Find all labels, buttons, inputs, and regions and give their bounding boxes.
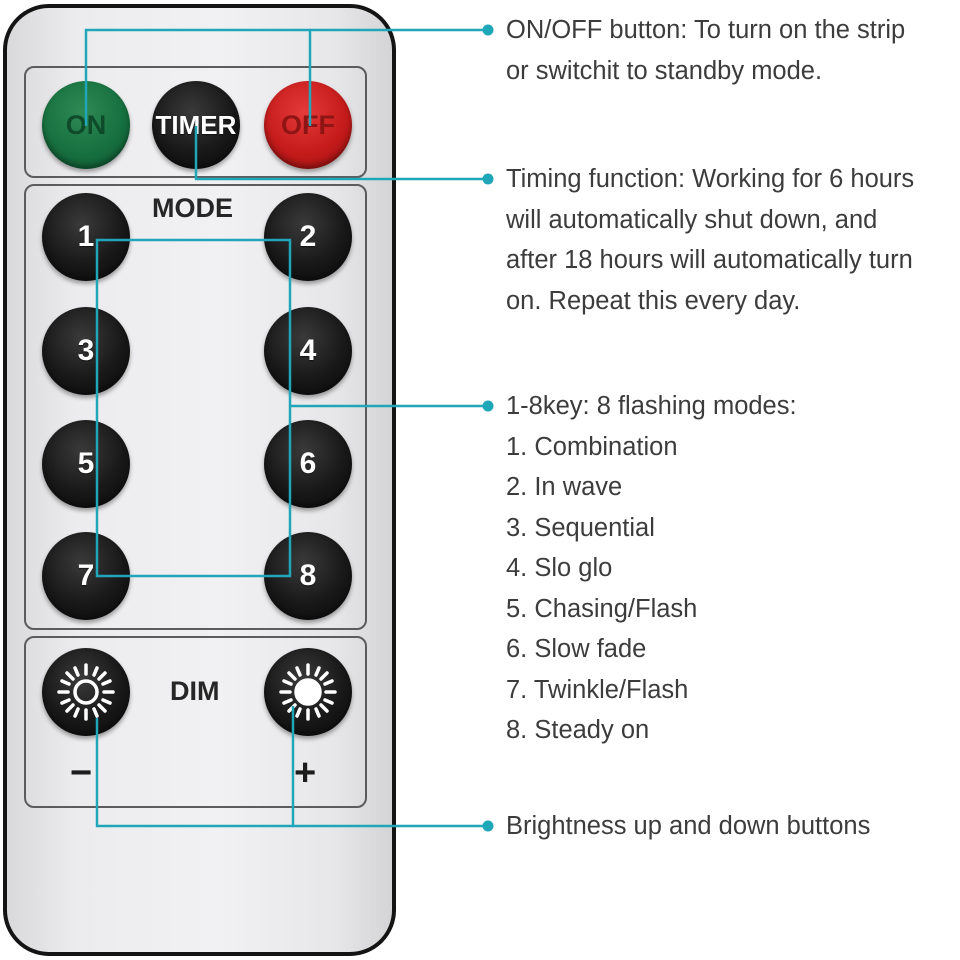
mode-button-7[interactable]: 7 — [42, 532, 130, 620]
timer-button[interactable]: TIMER — [152, 81, 240, 169]
mode-item-1: 1. Combination — [506, 432, 678, 461]
off-button-label: OFF — [281, 109, 335, 140]
timer-line-4: on. Repeat this every day. — [506, 286, 801, 315]
mode-button-4[interactable]: 4 — [264, 307, 352, 395]
brightness-line-1: Brightness up and down buttons — [506, 812, 871, 840]
sun-outline-icon — [57, 663, 115, 721]
dim-up-button[interactable] — [264, 648, 352, 736]
mode-button-8[interactable]: 8 — [264, 532, 352, 620]
brightness-leader-dot — [482, 820, 494, 832]
mode-button-6-label: 6 — [299, 447, 317, 480]
mode-button-1-label: 1 — [77, 220, 95, 253]
modes-heading: 1-8key: 8 flashing modes: — [506, 392, 797, 420]
timer-description: Timing function: Working for 6 hours wil… — [506, 159, 914, 321]
mode-button-8-label: 8 — [299, 559, 317, 592]
mode-label: MODE — [152, 193, 233, 223]
mode-button-3[interactable]: 3 — [42, 307, 130, 395]
timer-leader-dot — [482, 173, 494, 185]
dim-label: DIM — [170, 676, 220, 706]
mode-item-5: 5. Chasing/Flash — [506, 594, 698, 623]
modes-list: 1. Combination 2. In wave 3. Sequential … — [506, 427, 797, 751]
mode-button-2-label: 2 — [299, 220, 317, 253]
mode-item-4: 4. Slo glo — [506, 554, 613, 582]
minus-label: − — [70, 752, 93, 794]
mode-item-8: 8. Steady on — [506, 716, 650, 744]
timer-button-label: TIMER — [155, 109, 237, 140]
onoff-line-1: ON/OFF button: To turn on the strip — [506, 16, 906, 44]
timer-line-2: will automatically shut down, and — [506, 205, 878, 234]
plus-label: + — [294, 752, 317, 794]
mode-button-3-label: 3 — [77, 334, 95, 367]
mode-button-2[interactable]: 2 — [264, 193, 352, 281]
off-button[interactable]: OFF — [264, 81, 352, 169]
mode-button-5-label: 5 — [77, 447, 95, 480]
mode-item-3: 3. Sequential — [506, 513, 655, 542]
on-button-label: ON — [65, 109, 107, 140]
dim-down-button[interactable] — [42, 648, 130, 736]
onoff-leader-dot — [482, 24, 494, 36]
brightness-description: Brightness up and down buttons — [506, 806, 870, 847]
mode-item-2: 2. In wave — [506, 473, 623, 501]
on-button[interactable]: ON — [42, 81, 130, 169]
sun-filled-icon — [279, 663, 337, 721]
mode-item-6: 6. Slow fade — [506, 635, 647, 663]
mode-button-5[interactable]: 5 — [42, 420, 130, 508]
mode-leader-dot — [482, 400, 494, 412]
mode-button-4-label: 4 — [299, 334, 317, 367]
timer-line-3: after 18 hours will automatically turn — [506, 246, 913, 274]
timer-line-1: Timing function: Working for 6 hours — [506, 165, 915, 193]
mode-item-7: 7. Twinkle/Flash — [506, 675, 689, 704]
onoff-line-2: or switchit to standby mode. — [506, 56, 823, 85]
mode-button-1[interactable]: 1 — [42, 193, 130, 281]
modes-description: 1-8key: 8 flashing modes: 1. Combination… — [506, 386, 797, 751]
mode-button-6[interactable]: 6 — [264, 420, 352, 508]
onoff-description: ON/OFF button: To turn on the strip or s… — [506, 10, 905, 91]
mode-button-7-label: 7 — [77, 559, 95, 592]
